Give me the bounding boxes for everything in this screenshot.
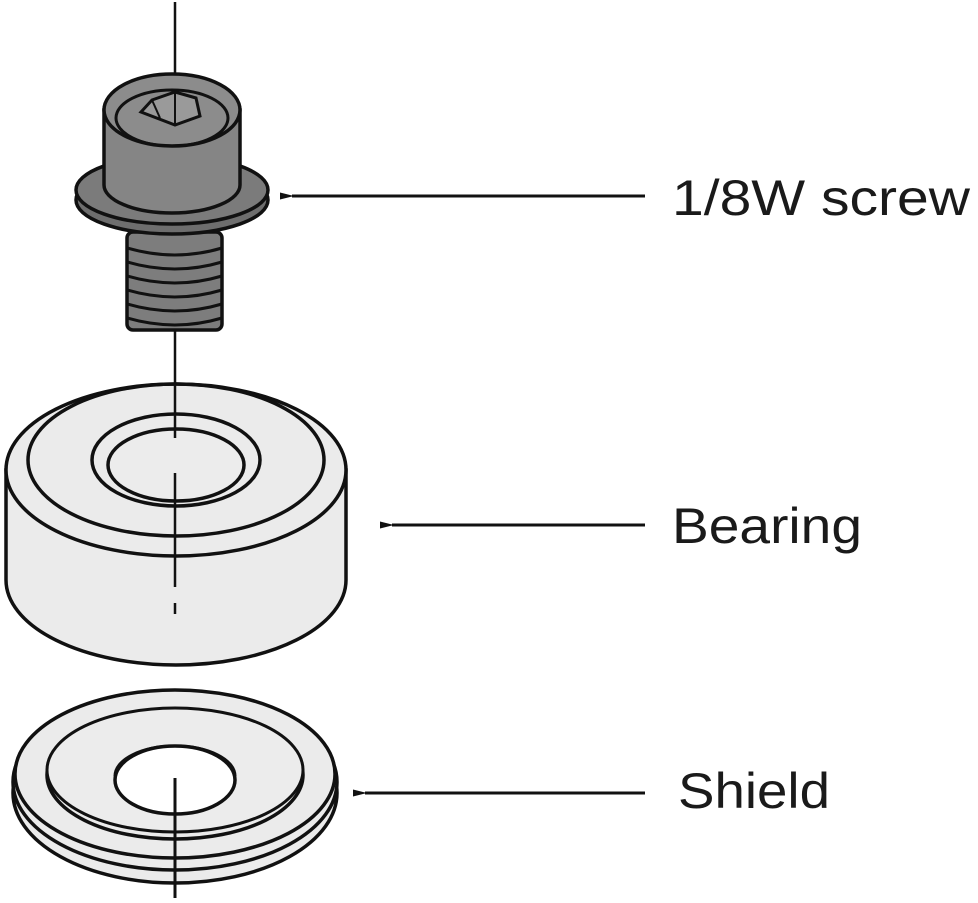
screw-part (74, 2, 270, 370)
shield-part (11, 688, 339, 898)
shield-label: Shield (678, 763, 830, 819)
bearing-part (4, 370, 348, 667)
screw-label: 1/8W screw (672, 170, 971, 226)
bearing-label: Bearing (672, 498, 862, 554)
